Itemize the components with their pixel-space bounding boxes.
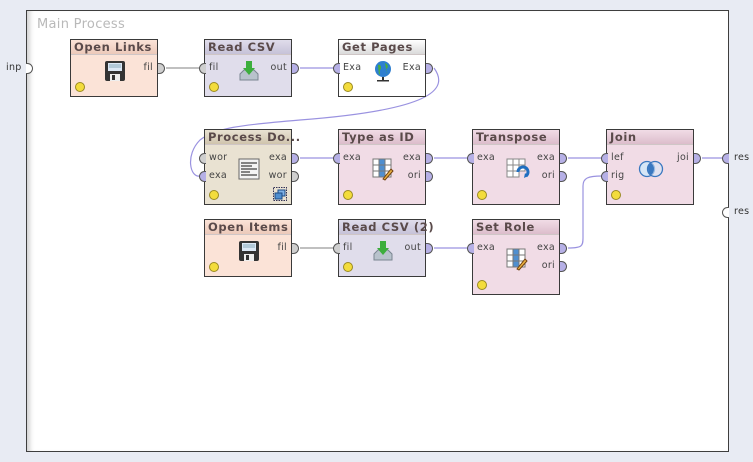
port-label: exa bbox=[209, 170, 228, 181]
port-label: ori bbox=[541, 260, 555, 271]
operator-title: Transpose bbox=[473, 130, 559, 145]
port-label: fil bbox=[343, 242, 353, 253]
operator-title: Open Links bbox=[71, 40, 157, 55]
port-label: wor bbox=[268, 170, 287, 181]
process-input-port[interactable] bbox=[26, 63, 33, 74]
operator-set-role[interactable]: Set Role exa exa ori bbox=[472, 219, 560, 295]
port-label: out bbox=[270, 62, 287, 73]
operator-open-items[interactable]: Open Items fil bbox=[204, 219, 292, 277]
operator-title: Set Role bbox=[473, 220, 559, 235]
read-csv-2-fil-port[interactable] bbox=[333, 243, 340, 254]
operator-transpose[interactable]: Transpose exa exa ori bbox=[472, 129, 560, 205]
port-label: Exa bbox=[402, 62, 421, 73]
process-docs-exa-out-port[interactable] bbox=[292, 153, 299, 164]
port-label: Exa bbox=[343, 62, 362, 73]
operator-read-csv[interactable]: Read CSV fil out bbox=[204, 39, 292, 97]
process-docs-wor-out-port[interactable] bbox=[292, 171, 299, 182]
transpose-ori-out-port[interactable] bbox=[560, 171, 567, 182]
document-text-icon bbox=[238, 158, 260, 180]
open-links-fil-port[interactable] bbox=[158, 63, 165, 74]
set-role-exa-in-port[interactable] bbox=[467, 243, 474, 254]
port-label: exa bbox=[477, 152, 496, 163]
transpose-exa-in-port[interactable] bbox=[467, 153, 474, 164]
globe-icon bbox=[375, 61, 391, 82]
read-csv-fil-port[interactable] bbox=[199, 63, 206, 74]
operator-title: Open Items bbox=[205, 220, 291, 235]
type-as-id-ori-out-port[interactable] bbox=[426, 171, 433, 182]
import-tray-icon bbox=[373, 241, 393, 261]
join-lef-port[interactable] bbox=[601, 153, 608, 164]
port-label: ori bbox=[407, 170, 421, 181]
operator-type-as-id[interactable]: Type as ID exa exa ori bbox=[338, 129, 426, 205]
status-indicator bbox=[209, 262, 219, 272]
port-label: exa bbox=[536, 242, 555, 253]
floppy-disk-icon bbox=[105, 61, 125, 81]
operator-title: Read CSV bbox=[205, 40, 291, 55]
join-joi-port[interactable] bbox=[694, 153, 701, 164]
status-indicator bbox=[477, 280, 487, 290]
floppy-disk-icon bbox=[239, 241, 259, 261]
join-rig-port[interactable] bbox=[601, 171, 608, 182]
venn-join-icon bbox=[638, 160, 664, 178]
result-label-1: res bbox=[734, 152, 750, 163]
port-label: fil bbox=[209, 62, 219, 73]
open-items-fil-port[interactable] bbox=[292, 243, 299, 254]
status-indicator bbox=[75, 82, 85, 92]
get-pages-output-port[interactable] bbox=[426, 63, 433, 74]
type-as-id-exa-out-port[interactable] bbox=[426, 153, 433, 164]
process-input-label: inp bbox=[6, 62, 22, 73]
process-docs-wor-in-port[interactable] bbox=[199, 153, 206, 164]
type-as-id-exa-in-port[interactable] bbox=[333, 153, 340, 164]
set-role-exa-out-port[interactable] bbox=[560, 243, 567, 254]
result-port-2[interactable] bbox=[722, 207, 729, 218]
operator-read-csv-2[interactable]: Read CSV (2) fil out bbox=[338, 219, 434, 277]
operator-title: Get Pages bbox=[339, 40, 425, 55]
operator-open-links[interactable]: Open Links fil bbox=[70, 39, 158, 97]
port-label: exa bbox=[477, 242, 496, 253]
operator-title: Type as ID bbox=[339, 130, 425, 145]
status-indicator bbox=[477, 190, 487, 200]
status-indicator bbox=[611, 190, 621, 200]
status-indicator bbox=[343, 262, 353, 272]
status-indicator bbox=[343, 82, 353, 92]
status-indicator bbox=[209, 82, 219, 92]
port-label: lef bbox=[611, 152, 624, 163]
set-role-ori-out-port[interactable] bbox=[560, 261, 567, 272]
operator-join[interactable]: Join lef rig joi bbox=[606, 129, 694, 205]
process-docs-exa-in-port[interactable] bbox=[199, 171, 206, 182]
table-rotate-icon bbox=[506, 158, 530, 178]
port-label: exa bbox=[268, 152, 287, 163]
table-edit-icon bbox=[506, 248, 528, 271]
operator-title: Join bbox=[607, 130, 693, 145]
subprocess-icon[interactable] bbox=[273, 187, 287, 201]
import-tray-icon bbox=[239, 61, 259, 81]
read-csv-out-port[interactable] bbox=[292, 63, 299, 74]
operator-process-documents[interactable]: Process Do... wor exa exa wor bbox=[204, 129, 300, 205]
port-label: rig bbox=[611, 170, 625, 181]
table-edit-icon bbox=[372, 158, 394, 181]
port-label: wor bbox=[209, 152, 228, 163]
result-label-2: res bbox=[734, 206, 750, 217]
status-indicator bbox=[209, 190, 219, 200]
status-indicator bbox=[343, 190, 353, 200]
port-label: ori bbox=[541, 170, 555, 181]
read-csv-2-out-port[interactable] bbox=[426, 243, 433, 254]
port-label: exa bbox=[343, 152, 362, 163]
operator-title: Process Do... bbox=[205, 130, 300, 145]
port-label: exa bbox=[536, 152, 555, 163]
port-label: joi bbox=[677, 152, 689, 163]
port-label: fil bbox=[277, 242, 287, 253]
get-pages-input-port[interactable] bbox=[333, 63, 340, 74]
port-label: fil bbox=[143, 62, 153, 73]
process-title: Main Process bbox=[37, 17, 126, 32]
result-port-1[interactable] bbox=[722, 153, 729, 164]
port-label: exa bbox=[402, 152, 421, 163]
operator-title: Read CSV (2) bbox=[339, 220, 434, 235]
port-label: out bbox=[404, 242, 421, 253]
transpose-exa-out-port[interactable] bbox=[560, 153, 567, 164]
operator-get-pages[interactable]: Get Pages Exa Exa bbox=[338, 39, 426, 97]
